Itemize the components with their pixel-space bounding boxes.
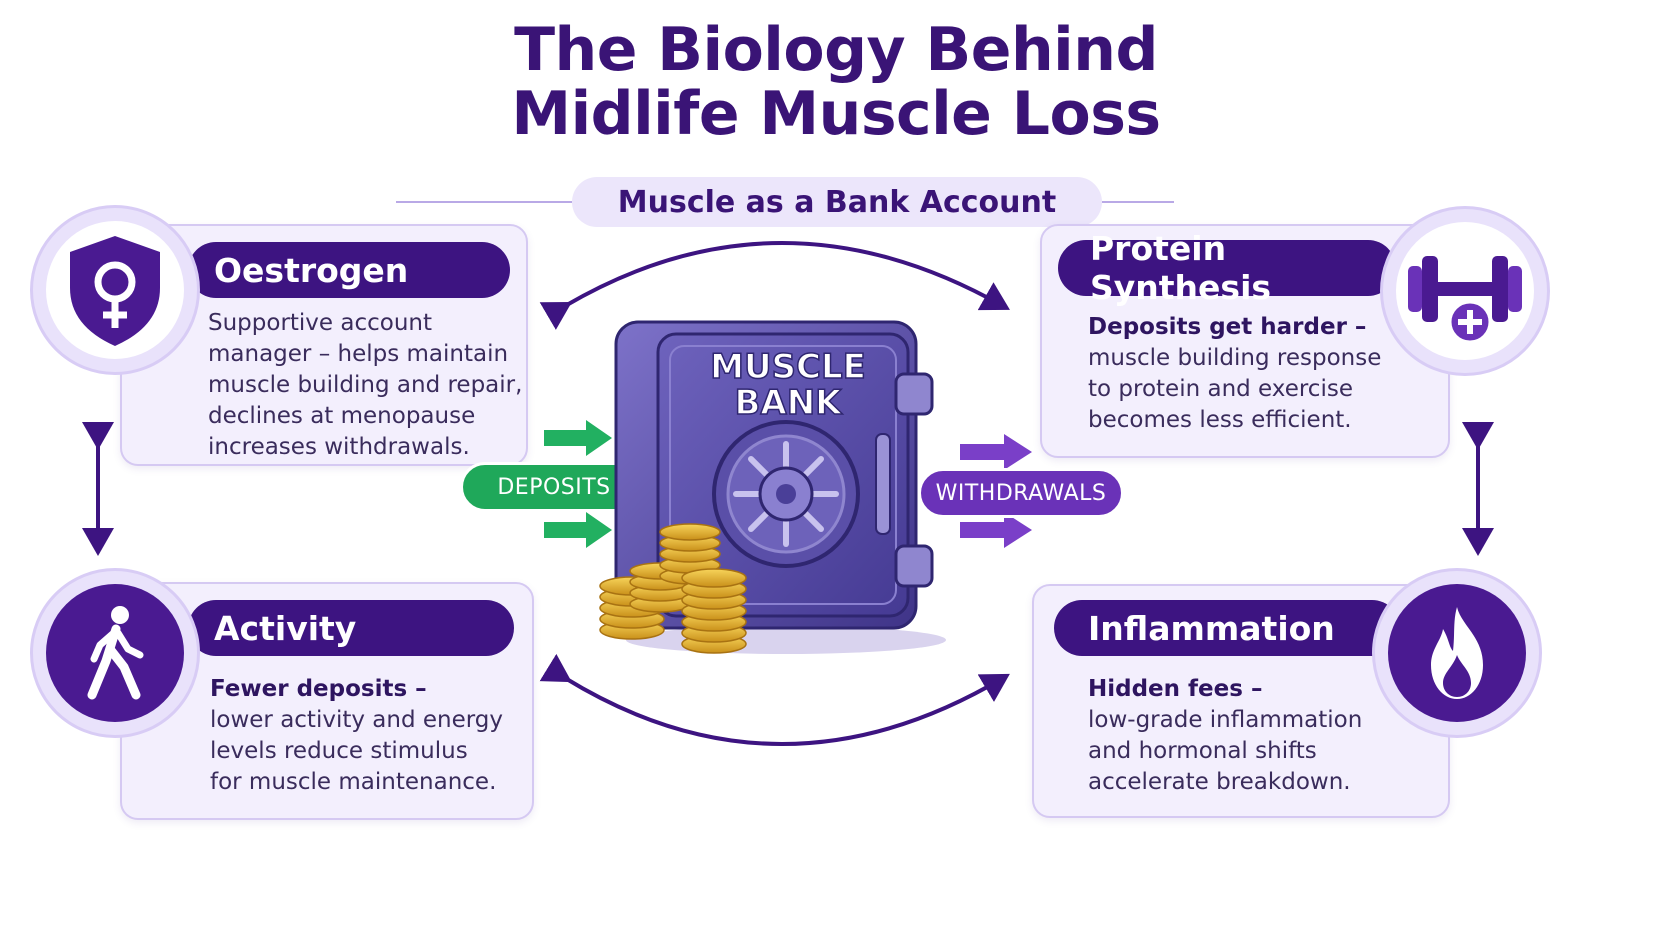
card-protein-title: Protein Synthesis (1058, 229, 1396, 307)
walking-person-icon (87, 606, 144, 700)
page-title: The Biology Behind Midlife Muscle Loss (0, 18, 1672, 146)
protein-line: becomes less efficient. (1088, 407, 1352, 433)
protein-lead: Deposits get harder – (1088, 314, 1367, 340)
coin-stack-icon (599, 523, 747, 654)
deposit-arrows (544, 420, 612, 548)
activity-line: for muscle maintenance. (210, 769, 497, 795)
oestrogen-line: increases withdrawals. (208, 434, 470, 460)
flame-icon (1431, 607, 1483, 699)
card-activity-title: Activity (188, 600, 514, 656)
oestrogen-line: muscle building and repair, (208, 372, 523, 398)
withdrawal-arrows (960, 434, 1032, 548)
title-line-2: Midlife Muscle Loss (511, 79, 1161, 149)
card-oestrogen-title: Oestrogen (188, 242, 510, 298)
muscle-bank-safe: MUSCLE BANK (599, 320, 946, 654)
activity-line: levels reduce stimulus (210, 738, 468, 764)
protein-line: muscle building response (1088, 345, 1382, 371)
card-inflammation-text: Hidden fees – low-grade inflammation and… (1088, 674, 1362, 798)
inflammation-line: accelerate breakdown. (1088, 769, 1351, 795)
divider-left (396, 201, 572, 203)
activity-medallion (30, 568, 200, 738)
protein-medallion (1380, 206, 1550, 376)
subtitle-pill: Muscle as a Bank Account (572, 177, 1102, 227)
safe-label-line2: BANK (734, 383, 843, 423)
inflammation-line: low-grade inflammation (1088, 707, 1363, 733)
female-shield-icon (70, 236, 160, 346)
card-protein-text: Deposits get harder – muscle building re… (1088, 312, 1381, 436)
bottom-arc-arrow (539, 653, 1010, 746)
protein-line: to protein and exercise (1088, 376, 1353, 402)
activity-line: lower activity and energy (210, 707, 504, 733)
card-activity-text: Fewer deposits – lower activity and ener… (210, 674, 503, 798)
withdrawals-pill: WITHDRAWALS (918, 468, 1124, 518)
activity-lead: Fewer deposits – (210, 676, 427, 702)
divider-right (1102, 201, 1174, 203)
safe-label-line1: MUSCLE (710, 347, 866, 387)
title-line-1: The Biology Behind (514, 15, 1158, 85)
oestrogen-line: manager – helps maintain (208, 341, 509, 367)
oestrogen-line: Supportive account (208, 310, 433, 336)
inflammation-medallion (1372, 568, 1542, 738)
oestrogen-line: declines at menopause (208, 403, 476, 429)
oestrogen-medallion (30, 205, 200, 375)
card-oestrogen-text: Supportive account manager – helps maint… (208, 308, 522, 463)
dumbbell-plus-icon (1408, 256, 1522, 344)
card-inflammation-title: Inflammation (1054, 600, 1400, 656)
inflammation-lead: Hidden fees – (1088, 676, 1263, 702)
top-arc-arrow (539, 241, 1010, 330)
inflammation-line: and hormonal shifts (1088, 738, 1317, 764)
